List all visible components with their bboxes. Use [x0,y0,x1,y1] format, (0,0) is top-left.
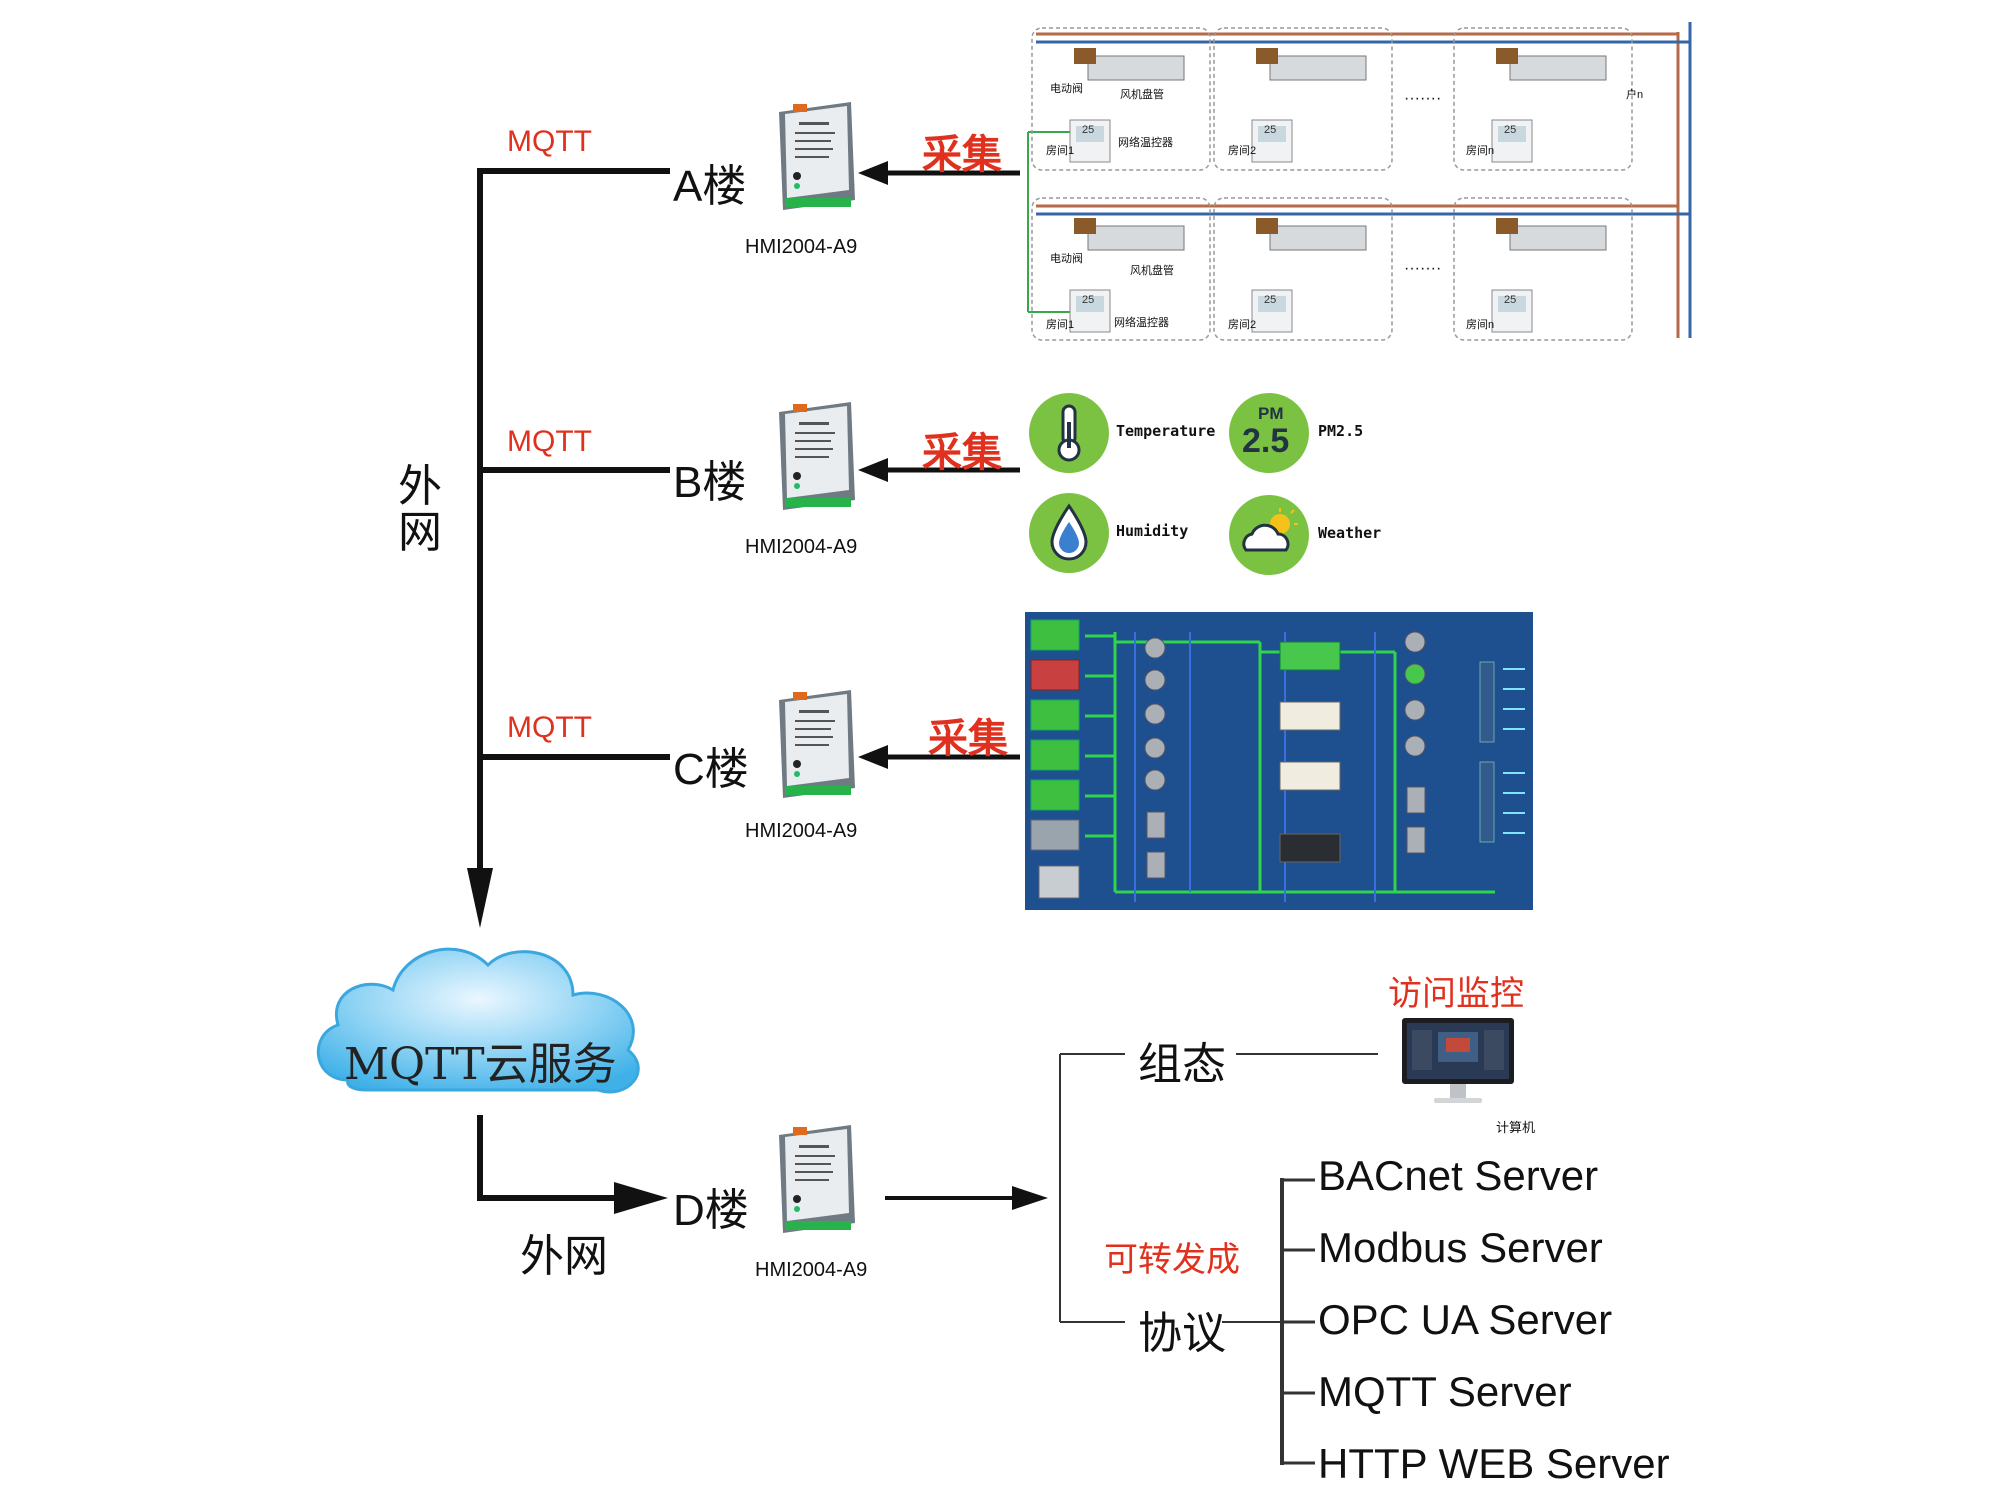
valve-label-2: 电动阀 [1050,253,1083,265]
gateway-model-c: HMI2004-A9 [745,820,858,842]
thermostat-value-2: 25 [1264,124,1277,136]
ellipsis-row2: ······· [1404,260,1442,277]
ellipsis-row1: ······· [1404,90,1442,107]
fan-label-2: 风机盘管 [1130,265,1174,277]
sensor-label-temperature: Temperature [1116,422,1216,440]
collect-label-a: 采集 [922,133,1002,177]
monitor-computer [1398,1016,1518,1112]
sensor-weather [1228,494,1310,576]
monitor-label: 访问监控 [1388,975,1524,1013]
sensor-label-pm25: PM2.5 [1318,422,1364,440]
gateway-device-a [765,100,865,212]
gateway-model-b: HMI2004-A9 [745,536,858,558]
weather-icon [1229,495,1309,575]
pm25-icon [1229,393,1309,473]
protocol-bacnet: BACnet Server [1318,1152,1599,1199]
sensor-temperature [1028,392,1110,474]
cloud-icon [316,947,640,1094]
gateway-model-a: HMI2004-A9 [745,236,858,258]
collect-label-b: 采集 [922,431,1002,475]
room-label-1b: 房间1 [1046,319,1075,331]
valve-label-1: 电动阀 [1050,83,1083,95]
fan-label-1: 风机盘管 [1120,89,1164,101]
pm25-glyph-bottom: 2.5 [1242,422,1290,460]
room-label-2b: 房间2 [1228,319,1257,331]
hvac-fan-coil-panel: 电动阀 风机盘管 网络温控器 房间1 房间2 房间n ······· 户n 电动… [1018,22,1708,344]
room-label-nb: 房间n [1466,319,1495,331]
protocol-label: 协议 [1138,1309,1226,1358]
protocol-modbus: Modbus Server [1318,1224,1603,1271]
thermostat-value-1: 25 [1082,124,1095,136]
trunk-arrowhead [467,868,493,928]
mqtt-label-b: MQTT [507,425,592,458]
chiller-scada-screen [1025,612,1533,910]
building-b-label: B楼 [673,458,747,507]
building-d-label: D楼 [673,1186,749,1235]
building-a-label: A楼 [673,162,747,211]
room-label-na: 房间n [1466,145,1495,157]
cloud-label: MQTT云服务 [344,1039,617,1090]
sensor-pm25: PM 2.5 [1228,392,1310,474]
gateway-device-d [765,1123,865,1235]
mqtt-cloud: MQTT云服务 [308,930,658,1110]
convertible-label: 可转发成 [1104,1241,1240,1279]
room-label-2a: 房间2 [1228,145,1257,157]
gateway-device-c [765,688,865,800]
thermostat-label-2: 网络温控器 [1114,317,1169,329]
household-label: 户n [1626,89,1644,101]
network-label-vertical-2: 网 [398,508,442,557]
sensor-humidity [1028,492,1110,574]
thermostat-value-nb: 25 [1504,294,1517,306]
gateway-device-b [765,400,865,512]
thermostat-value-2b: 25 [1264,294,1277,306]
thermostat-value-1b: 25 [1082,294,1095,306]
thermostat-value-n: 25 [1504,124,1517,136]
protocol-http: HTTP WEB Server [1318,1440,1670,1487]
room-label-1a: 房间1 [1046,145,1075,157]
thermometer-icon [1029,393,1109,473]
protocol-opcua: OPC UA Server [1318,1296,1613,1343]
building-c-label: C楼 [673,745,749,794]
protocol-mqtt: MQTT Server [1318,1368,1572,1415]
mqtt-label-c: MQTT [507,711,592,744]
computer-label: 计算机 [1496,1120,1536,1135]
water-drop-icon [1029,493,1109,573]
thermostat-label-1: 网络温控器 [1118,137,1173,149]
network-label-vertical-1: 外 [398,462,442,511]
config-label: 组态 [1138,1040,1226,1089]
mqtt-label-a: MQTT [507,125,592,158]
sensor-label-humidity: Humidity [1116,522,1189,540]
network-label-bottom: 外网 [520,1232,608,1281]
pm25-glyph-top: PM [1258,404,1284,423]
computer-monitor-icon [1402,1018,1514,1103]
collect-label-c: 采集 [928,717,1008,761]
sensor-label-weather: Weather [1318,524,1382,542]
gateway-model-d: HMI2004-A9 [755,1259,868,1281]
